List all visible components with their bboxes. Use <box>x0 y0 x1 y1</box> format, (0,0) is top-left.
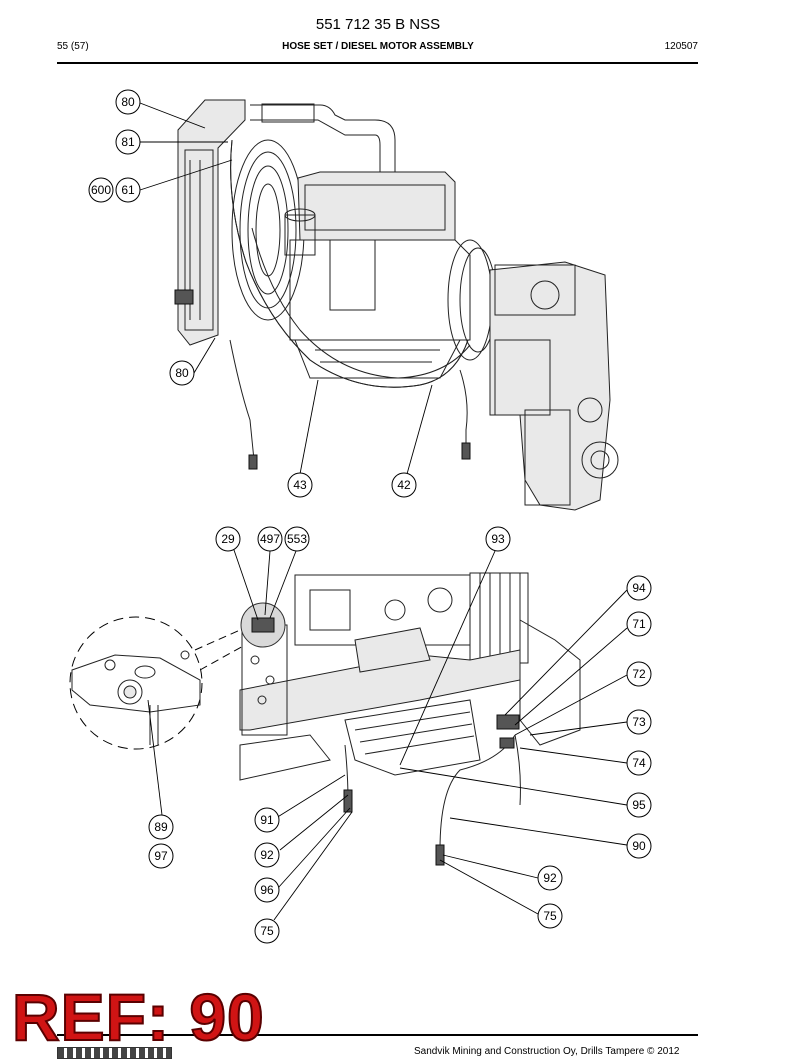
callout-label: 42 <box>397 478 411 492</box>
callout-label: 75 <box>543 909 557 923</box>
callout-label: 61 <box>121 183 135 197</box>
callout-72: 72 <box>626 661 652 687</box>
top-leader-lines <box>139 102 433 475</box>
callout-73: 73 <box>626 709 652 735</box>
section-title: HOSE SET / DIESEL MOTOR ASSEMBLY <box>282 41 474 52</box>
footer-divider <box>57 1034 698 1036</box>
callout-label: 553 <box>287 532 307 546</box>
callout-80-top: 80 <box>115 89 141 115</box>
callout-label: 89 <box>154 820 168 834</box>
callout-label: 97 <box>154 849 168 863</box>
callout-600: 600 <box>88 177 114 203</box>
callout-92-right: 92 <box>537 865 563 891</box>
document-title: 551 712 35 B NSS <box>315 16 441 33</box>
callout-43: 43 <box>287 472 313 498</box>
callout-label: 43 <box>293 478 307 492</box>
callout-label: 497 <box>260 532 280 546</box>
engine-assembly-illustration <box>174 99 619 511</box>
callout-92-left: 92 <box>254 842 280 868</box>
sandvik-logo <box>57 1047 172 1059</box>
detail-view-circle <box>69 616 203 750</box>
callout-label: 96 <box>260 883 274 897</box>
callout-label: 94 <box>632 581 646 595</box>
callout-label: 90 <box>632 839 646 853</box>
document-code: 120507 <box>664 41 698 52</box>
callout-label: 74 <box>632 756 646 770</box>
bottom-leader-lines <box>147 549 628 921</box>
callout-97: 97 <box>148 843 174 869</box>
page-number: 55 (57) <box>57 41 89 52</box>
callout-label: 80 <box>121 95 135 109</box>
callout-71: 71 <box>626 611 652 637</box>
callout-94: 94 <box>626 575 652 601</box>
callout-81: 81 <box>115 129 141 155</box>
callout-label: 600 <box>91 183 111 197</box>
callout-95: 95 <box>626 792 652 818</box>
callout-93: 93 <box>485 526 511 552</box>
callout-label: 72 <box>632 667 646 681</box>
callout-label: 81 <box>121 135 135 149</box>
reference-label: REF: 90 <box>11 980 265 1054</box>
callout-label: 80 <box>175 366 189 380</box>
callout-74: 74 <box>626 750 652 776</box>
callout-90: 90 <box>626 833 652 859</box>
callout-75-right: 75 <box>537 903 563 929</box>
callout-42: 42 <box>391 472 417 498</box>
callout-label: 92 <box>543 871 557 885</box>
callout-75-left: 75 <box>254 918 280 944</box>
callout-label: 75 <box>260 924 274 938</box>
callout-label: 71 <box>632 617 646 631</box>
callout-label: 93 <box>491 532 505 546</box>
callout-label: 29 <box>221 532 235 546</box>
callout-553: 553 <box>284 526 310 552</box>
header-divider <box>57 62 698 64</box>
callout-label: 91 <box>260 813 274 827</box>
callout-497: 497 <box>257 526 283 552</box>
callout-label: 92 <box>260 848 274 862</box>
footer-copyright: Sandvik Mining and Construction Oy, Dril… <box>414 1046 680 1057</box>
callout-89: 89 <box>148 814 174 840</box>
callout-label: 95 <box>632 798 646 812</box>
callout-80-bottom: 80 <box>169 360 195 386</box>
callout-61: 61 <box>115 177 141 203</box>
callout-label: 73 <box>632 715 646 729</box>
callout-91: 91 <box>254 807 280 833</box>
chassis-illustration <box>194 572 581 866</box>
callout-29: 29 <box>215 526 241 552</box>
callout-96: 96 <box>254 877 280 903</box>
